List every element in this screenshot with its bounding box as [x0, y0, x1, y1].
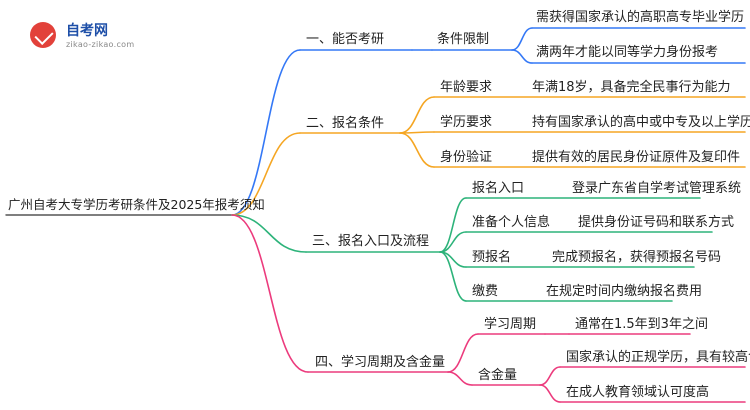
- branch-1-leaf-2: 满两年才能以同等学力身份报考: [536, 45, 719, 60]
- branch-4-node-2: 含金量: [478, 368, 518, 383]
- branch-3-label: 三、报名入口及流程: [312, 234, 430, 249]
- branch-2-node-1: 年龄要求: [440, 80, 493, 95]
- branch-4-node-2-connector: [447, 371, 473, 386]
- branch-1-node-1: 条件限制: [437, 32, 490, 47]
- root-topic: 广州自考大专学历考研条件及2025年报考须知: [8, 197, 265, 212]
- branch-3-leaf-2: 提供身份证号码和联系方式: [578, 215, 735, 230]
- branch-2-node-3: 身份验证: [440, 150, 493, 165]
- branch-2-leaf-1: 年满18岁，具备完全民事行为能力: [532, 80, 731, 95]
- branch-1-leaf-2-connector: [511, 49, 533, 64]
- branch-4-leaf-1: 通常在1.5年到3年之间: [575, 317, 708, 332]
- logo-url: zikao-zikao.com: [66, 40, 135, 49]
- branch-1-leaf-1: 需获得国家承认的高职高专毕业学历: [536, 10, 745, 25]
- branch-4-node-1-connector: [447, 333, 479, 373]
- branch-3-leaf-3: 完成预报名，获得预报名号码: [552, 250, 722, 265]
- branch-3-node-4: 缴费: [472, 284, 499, 299]
- branch-3-node-2-connector: [439, 231, 467, 253]
- branch-2-label: 二、报名条件: [306, 116, 385, 131]
- logo-name: 自考网: [66, 23, 108, 39]
- site-logo[interactable]: 自考网 zikao-zikao.com: [30, 18, 145, 52]
- branch-1-connector: [231, 49, 301, 216]
- branch-3-node-2: 准备个人信息: [472, 215, 551, 230]
- branch-3-node-1: 报名入口: [472, 181, 525, 196]
- branch-4-leaf-3-connector: [539, 384, 561, 403]
- branch-4-node-1: 学习周期: [484, 317, 537, 332]
- branch-1-leaf-1-connector: [511, 27, 533, 51]
- branch-2-leaf-3: 提供有效的居民身份证原件及复印件: [532, 150, 741, 165]
- branch-1-label: 一、能否考研: [306, 32, 385, 47]
- branch-3-leaf-1: 登录广东省自学考试管理系统: [572, 181, 742, 196]
- branch-2-leaf-2: 持有国家承认的高中或中专及以上学历: [532, 115, 750, 130]
- branch-2-node-2: 学历要求: [440, 115, 493, 130]
- branch-2-connector: [231, 132, 301, 216]
- branch-3-node-4-connector: [439, 251, 467, 302]
- branch-2-node-3-connector: [399, 132, 435, 168]
- branch-2-node-1-connector: [399, 96, 435, 134]
- branch-3-leaf-4: 在规定时间内缴纳报名费用: [546, 284, 703, 299]
- branch-4-connector: [231, 214, 309, 373]
- branch-4-leaf-2-connector: [539, 366, 561, 386]
- branch-4-leaf-3: 在成人教育领域认可度高: [566, 385, 710, 400]
- branch-3-node-3: 预报名: [472, 250, 512, 265]
- branch-4-label: 四、学习周期及含金量: [315, 355, 446, 370]
- branch-3-connector: [231, 214, 307, 253]
- branch-3-node-1-connector: [439, 197, 467, 253]
- graduation-check-icon: [30, 22, 56, 48]
- branch-4-leaf-2: 国家承认的正规学历，具有较高含金量: [566, 350, 750, 365]
